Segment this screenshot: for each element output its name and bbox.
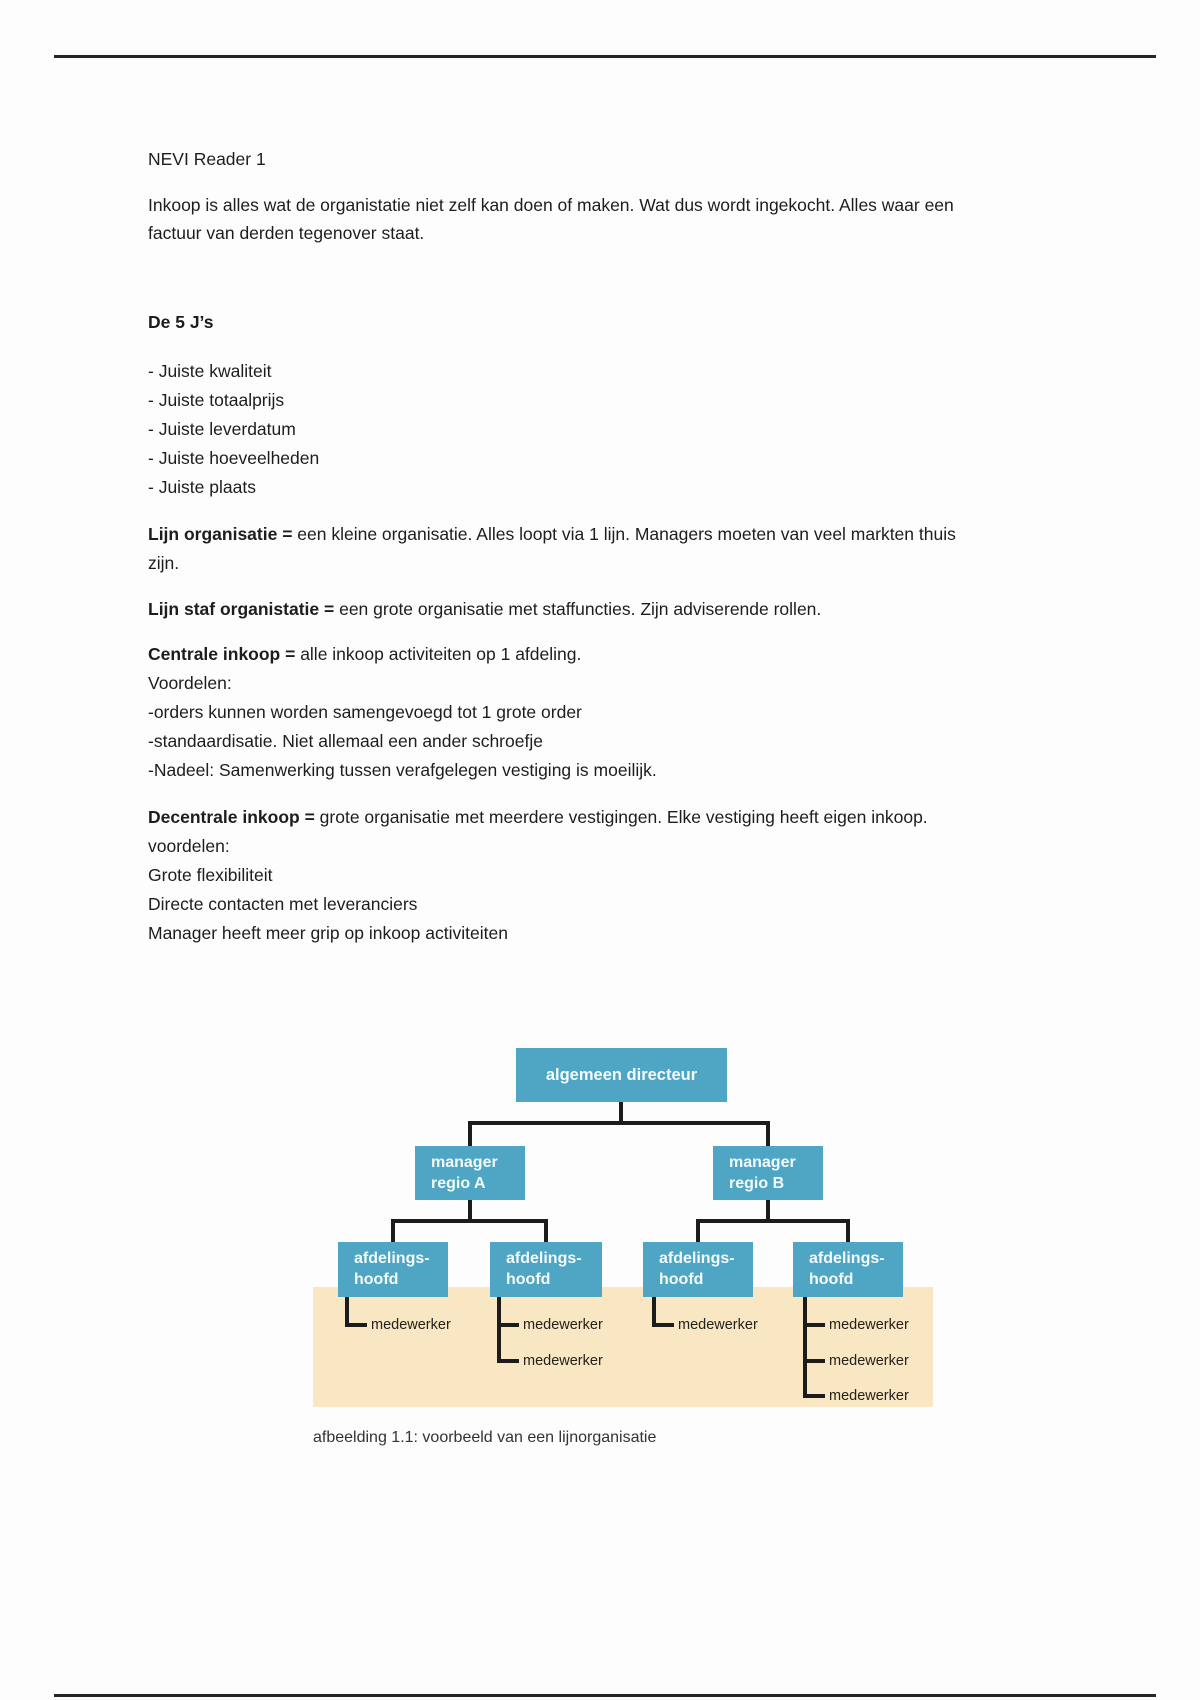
definition-line: Grote flexibiliteit bbox=[148, 865, 273, 885]
list-item: - Juiste totaalprijs bbox=[148, 390, 285, 410]
definition-line: Decentrale inkoop = grote organisatie me… bbox=[148, 803, 928, 832]
member-connector bbox=[803, 1297, 825, 1398]
definition-line: voordelen: bbox=[148, 836, 230, 856]
member-label: medewerker bbox=[371, 1317, 451, 1333]
definition-line: Lijn organisatie = een kleine organisati… bbox=[148, 520, 956, 549]
definition-lijn-organisatie: Lijn organisatie = een kleine organisati… bbox=[148, 520, 956, 578]
connector-line bbox=[846, 1219, 850, 1242]
connector-line bbox=[619, 1102, 623, 1123]
intro-line-1: Inkoop is alles wat de organistatie niet… bbox=[148, 195, 954, 215]
definition-line: -Nadeel: Samenwerking tussen verafgelege… bbox=[148, 760, 657, 780]
connector-line bbox=[468, 1121, 472, 1146]
definition-line: -standaardisatie. Niet allemaal een ande… bbox=[148, 731, 543, 751]
list-item: - Juiste kwaliteit bbox=[148, 361, 272, 381]
definition-text: een kleine organisatie. Alles loopt via … bbox=[292, 524, 956, 544]
list-item: - Juiste plaats bbox=[148, 477, 256, 497]
definition-line: Manager heeft meer grip op inkoop activi… bbox=[148, 923, 508, 943]
connector-line bbox=[468, 1200, 472, 1219]
definition-term: Lijn staf organistatie = bbox=[148, 599, 335, 619]
definition-line: Voordelen: bbox=[148, 673, 232, 693]
figure-caption: afbeelding 1.1: voorbeeld van een lijnor… bbox=[313, 1429, 657, 1446]
member-label: medewerker bbox=[829, 1388, 909, 1404]
connector-line bbox=[766, 1121, 770, 1146]
node-afdelingshoofd-3: afdelings- hoofd bbox=[643, 1242, 753, 1297]
connector-line bbox=[696, 1219, 700, 1242]
node-manager-regio-b: manager regio B bbox=[713, 1146, 823, 1200]
definition-line: Lijn staf organistatie = een grote organ… bbox=[148, 595, 821, 624]
doc-title: NEVI Reader 1 bbox=[148, 149, 266, 169]
list-item: - Juiste hoeveelheden bbox=[148, 448, 320, 468]
node-label-line: hoofd bbox=[506, 1271, 551, 1288]
definition-text: een grote organisatie met staffuncties. … bbox=[334, 599, 822, 619]
node-label-line: regio B bbox=[729, 1175, 785, 1192]
bottom-rule bbox=[54, 1694, 1156, 1697]
member-label: medewerker bbox=[523, 1353, 603, 1369]
node-label-line: manager bbox=[431, 1154, 498, 1171]
definition-centrale-inkoop: Centrale inkoop = alle inkoop activiteit… bbox=[148, 640, 657, 785]
definition-term: Centrale inkoop = bbox=[148, 644, 296, 664]
node-manager-regio-a: manager regio A bbox=[415, 1146, 525, 1200]
node-label-line: afdelings- bbox=[506, 1250, 582, 1267]
node-label-line: afdelings- bbox=[809, 1250, 885, 1267]
node-afdelingshoofd-2: afdelings- hoofd bbox=[490, 1242, 602, 1297]
connector-line bbox=[391, 1219, 395, 1242]
definition-text: alle inkoop activiteiten op 1 afdeling. bbox=[295, 644, 582, 664]
node-algemeen-directeur: algemeen directeur bbox=[516, 1048, 727, 1102]
definition-term: Lijn organisatie = bbox=[148, 524, 293, 544]
member-connector bbox=[345, 1297, 367, 1327]
definition-line: zijn. bbox=[148, 553, 180, 573]
node-label-line: hoofd bbox=[809, 1271, 854, 1288]
node-label-line: afdelings- bbox=[659, 1250, 735, 1267]
member-connector bbox=[497, 1297, 519, 1363]
member-label: medewerker bbox=[829, 1353, 909, 1369]
node-label-line: hoofd bbox=[354, 1271, 399, 1288]
definition-line: Directe contacten met leveranciers bbox=[148, 894, 418, 914]
org-chart-figure: algemeen directeur manager regio A manag… bbox=[270, 1040, 950, 1485]
connector-line bbox=[696, 1219, 850, 1223]
heading-de-5-js: De 5 J’s bbox=[148, 312, 214, 332]
member-label: medewerker bbox=[829, 1317, 909, 1333]
node-label-line: hoofd bbox=[659, 1271, 704, 1288]
connector-line bbox=[391, 1219, 548, 1223]
definition-text: grote organisatie met meerdere vestiging… bbox=[314, 807, 928, 827]
definition-term: Decentrale inkoop = bbox=[148, 807, 315, 827]
connector-line bbox=[544, 1219, 548, 1242]
member-label: medewerker bbox=[678, 1317, 758, 1333]
definition-line: Centrale inkoop = alle inkoop activiteit… bbox=[148, 640, 657, 669]
list-item: - Juiste leverdatum bbox=[148, 419, 296, 439]
node-label-line: afdelings- bbox=[354, 1250, 430, 1267]
five-js-list: - Juiste kwaliteit - Juiste totaalprijs … bbox=[148, 357, 319, 502]
definition-line: -orders kunnen worden samengevoegd tot 1… bbox=[148, 702, 582, 722]
connector-line bbox=[468, 1121, 770, 1125]
connector-line bbox=[766, 1200, 770, 1219]
top-rule bbox=[54, 55, 1156, 58]
member-label: medewerker bbox=[523, 1317, 603, 1333]
node-label-line: regio A bbox=[431, 1175, 486, 1192]
definition-decentrale-inkoop: Decentrale inkoop = grote organisatie me… bbox=[148, 803, 928, 948]
member-connector bbox=[652, 1297, 674, 1327]
figure-background-band bbox=[313, 1287, 933, 1407]
definition-lijn-staf-organistatie: Lijn staf organistatie = een grote organ… bbox=[148, 595, 821, 624]
intro-paragraph: Inkoop is alles wat de organistatie niet… bbox=[148, 191, 954, 247]
node-label-line: manager bbox=[729, 1154, 796, 1171]
intro-line-2: factuur van derden tegenover staat. bbox=[148, 223, 425, 243]
node-afdelingshoofd-1: afdelings- hoofd bbox=[338, 1242, 448, 1297]
node-afdelingshoofd-4: afdelings- hoofd bbox=[793, 1242, 903, 1297]
